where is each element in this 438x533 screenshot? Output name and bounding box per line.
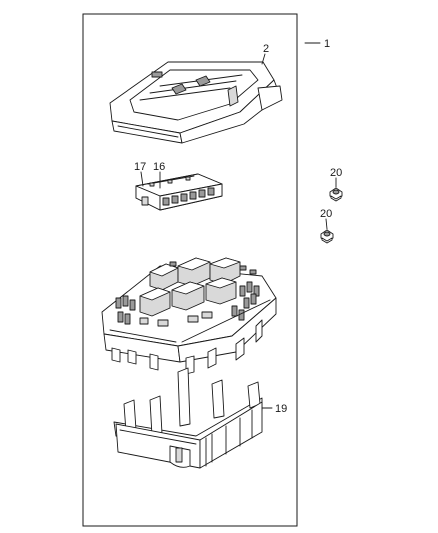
fuse-box-icon	[101, 257, 277, 375]
assembly-frame	[82, 13, 298, 527]
callout-bracket: 19	[275, 403, 287, 415]
callout-relay-block-b: 16	[153, 161, 165, 173]
bracket-icon	[113, 367, 263, 469]
callout-assembly: 1	[324, 38, 330, 50]
nut-lower-leader-line	[325, 218, 328, 230]
cover-leader-line	[261, 53, 266, 65]
nut-icon	[329, 187, 343, 202]
relay-a-leader-line	[140, 171, 144, 187]
callout-cover: 2	[263, 43, 269, 55]
cover-icon	[109, 61, 283, 144]
relay-block-icon	[135, 173, 223, 211]
callout-nut-upper: 20	[330, 167, 342, 179]
callout-nut-lower: 20	[320, 208, 332, 220]
callout-relay-block-a: 17	[134, 161, 146, 173]
nut-icon	[320, 229, 334, 244]
